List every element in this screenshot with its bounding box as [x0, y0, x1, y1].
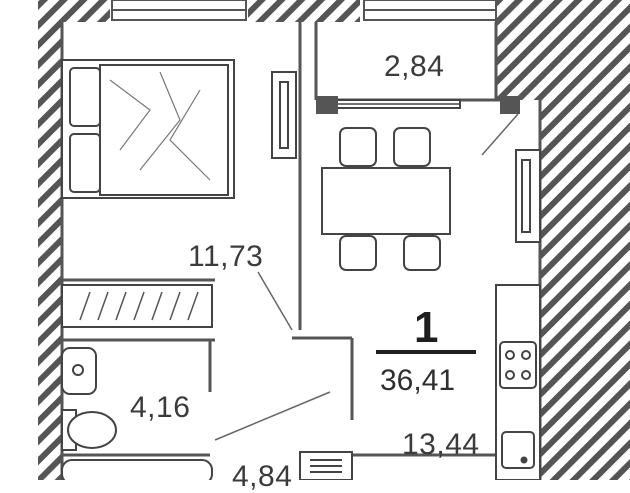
bathroom-fixtures: [61, 347, 213, 485]
windows: [111, 0, 497, 21]
floor-plan: 2,84 11,73 4,16 13,44 4,84 1 36,41: [38, 0, 630, 492]
apartment-room-count: 1: [414, 303, 439, 352]
wardrobe: [61, 284, 213, 328]
kitchen-tv: [515, 149, 541, 243]
door-swings: [214, 113, 519, 441]
hall-cabinet: [299, 451, 353, 481]
balcony-window: [316, 96, 520, 114]
apartment-total-area: 36,41: [380, 364, 456, 397]
kitchen-counter: [495, 284, 541, 481]
room-area-bedroom: 11,73: [188, 240, 264, 273]
dining-set: [321, 127, 451, 271]
room-area-bathroom: 4,16: [130, 391, 191, 424]
bed: [61, 59, 235, 199]
room-area-hall: 4,84: [232, 460, 293, 493]
floor-plan-drawing: [38, 0, 630, 485]
bedroom-tv: [271, 71, 297, 159]
room-area-balcony: 2,84: [384, 50, 445, 83]
exterior-walls: [38, 0, 630, 480]
room-area-kitchen: 13,44: [402, 428, 480, 461]
